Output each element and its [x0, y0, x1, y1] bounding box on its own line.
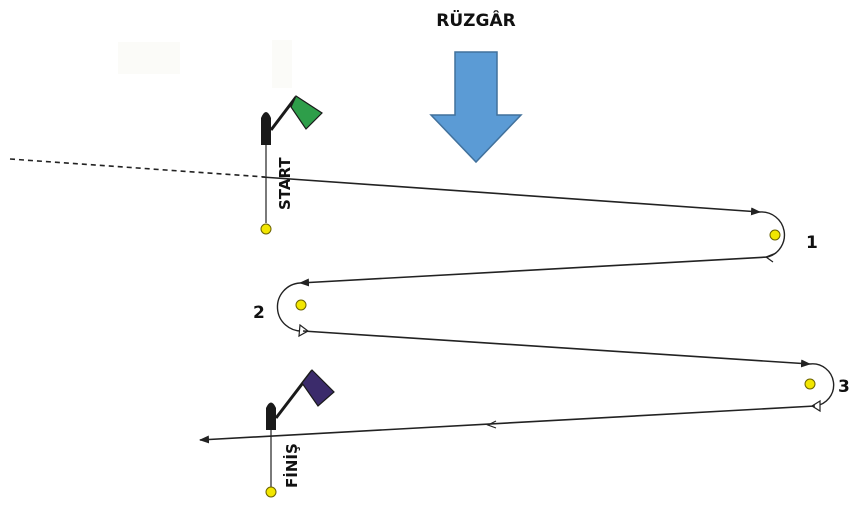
finish-buoy	[265, 486, 277, 498]
rounding-arrow-icon	[810, 399, 821, 413]
faint-block	[118, 42, 180, 74]
leg-direction-arrow-icon	[486, 420, 497, 429]
mark-1-label: 1	[806, 233, 818, 253]
course-leg-2	[299, 256, 769, 287]
faint-block	[272, 40, 292, 88]
start-label: START	[276, 157, 294, 210]
flagpole	[269, 96, 298, 131]
purple-flag-icon	[301, 369, 335, 407]
course-leg-3	[302, 330, 811, 368]
wind-label: RÜZGÂR	[436, 9, 515, 31]
boat-icon	[266, 402, 276, 430]
boat-icon	[261, 112, 271, 145]
start-buoy	[260, 223, 272, 235]
mark-2-label: 2	[253, 303, 265, 323]
course-leg-finish	[199, 405, 816, 444]
green-flag-icon	[290, 95, 323, 130]
course-leg-1	[261, 176, 761, 216]
wind-arrow-icon	[429, 51, 523, 164]
start-committee-boat	[261, 95, 323, 145]
approach-dashed-line	[9, 158, 266, 178]
rounding-mark-3	[809, 363, 835, 407]
rounding-mark-2	[276, 282, 304, 332]
finish-committee-boat	[266, 369, 335, 430]
mark-3-buoy	[804, 378, 816, 390]
mark-3-label: 3	[838, 377, 850, 397]
mark-2-buoy	[295, 299, 307, 311]
finish-label: FİNİŞ	[282, 443, 301, 488]
mark-1-buoy	[769, 229, 781, 241]
